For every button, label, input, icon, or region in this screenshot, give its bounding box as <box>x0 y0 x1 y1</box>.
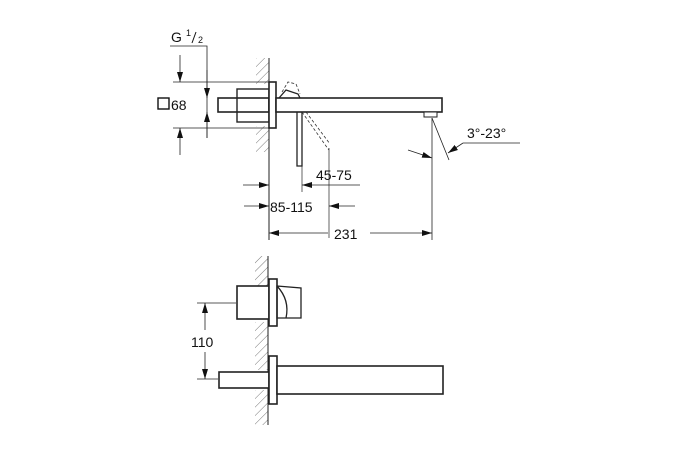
thread-fraction-numerator: 1 <box>186 28 191 38</box>
handle-distance-label: 45-75 <box>316 167 352 183</box>
spout-length-label: 231 <box>334 226 358 242</box>
vertical-distance-label: 110 <box>191 334 214 350</box>
wall-hatching <box>256 58 270 240</box>
fraction-slash <box>191 31 197 44</box>
thread-label: G <box>171 29 182 45</box>
wall-hatching <box>255 256 269 425</box>
valve-flange <box>268 278 278 327</box>
spout <box>276 365 444 395</box>
wall-flange <box>268 81 277 129</box>
handle-lever <box>278 89 303 167</box>
spout <box>275 97 443 113</box>
square-size-label: 68 <box>171 97 187 113</box>
pipe-stub <box>217 97 270 113</box>
top-view: G 1 2 68 45-75 85-115 231 3°-23° <box>157 28 520 242</box>
aerator <box>423 111 438 118</box>
thread-fraction-denominator: 2 <box>198 35 203 45</box>
handle <box>276 285 302 319</box>
side-view: 110 <box>191 256 444 425</box>
wall-distance-label: 85-115 <box>270 199 313 215</box>
handle-alt-position <box>281 81 331 151</box>
spout-flange <box>268 355 278 405</box>
square-icon <box>157 97 170 110</box>
pipe-stub <box>218 371 270 389</box>
angle-label: 3°-23° <box>467 125 506 141</box>
valve-body <box>236 285 270 320</box>
